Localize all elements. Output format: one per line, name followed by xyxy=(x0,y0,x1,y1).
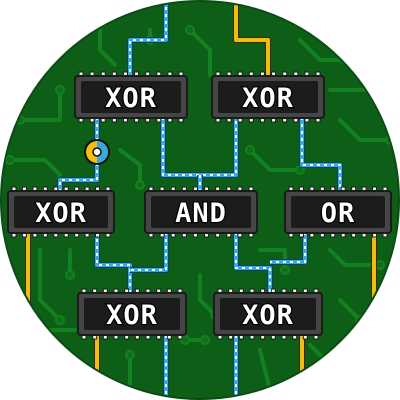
chip-label: AND xyxy=(175,198,227,229)
chip-and-middle[interactable]: AND xyxy=(144,186,258,238)
chip-xor-bottom-right[interactable]: XOR xyxy=(213,288,323,340)
chip-label: XOR xyxy=(242,83,294,114)
active-wires xyxy=(57,1,343,399)
chip-xor-middle-left[interactable]: XOR xyxy=(7,186,115,238)
chip-label: XOR xyxy=(35,198,87,229)
chip-xor-top-right[interactable]: XOR xyxy=(211,71,325,123)
chip-label: XOR xyxy=(105,83,157,114)
rotary-switch-icon[interactable] xyxy=(84,139,110,165)
chip-xor-top-left[interactable]: XOR xyxy=(74,71,188,123)
chip-label: XOR xyxy=(106,300,158,331)
chip-label: XOR xyxy=(242,300,294,331)
chip-label: OR xyxy=(321,198,356,229)
chip-pins xyxy=(215,71,321,123)
chip-xor-bottom-left[interactable]: XOR xyxy=(77,288,187,340)
chip-or-middle-right[interactable]: OR xyxy=(284,186,392,238)
